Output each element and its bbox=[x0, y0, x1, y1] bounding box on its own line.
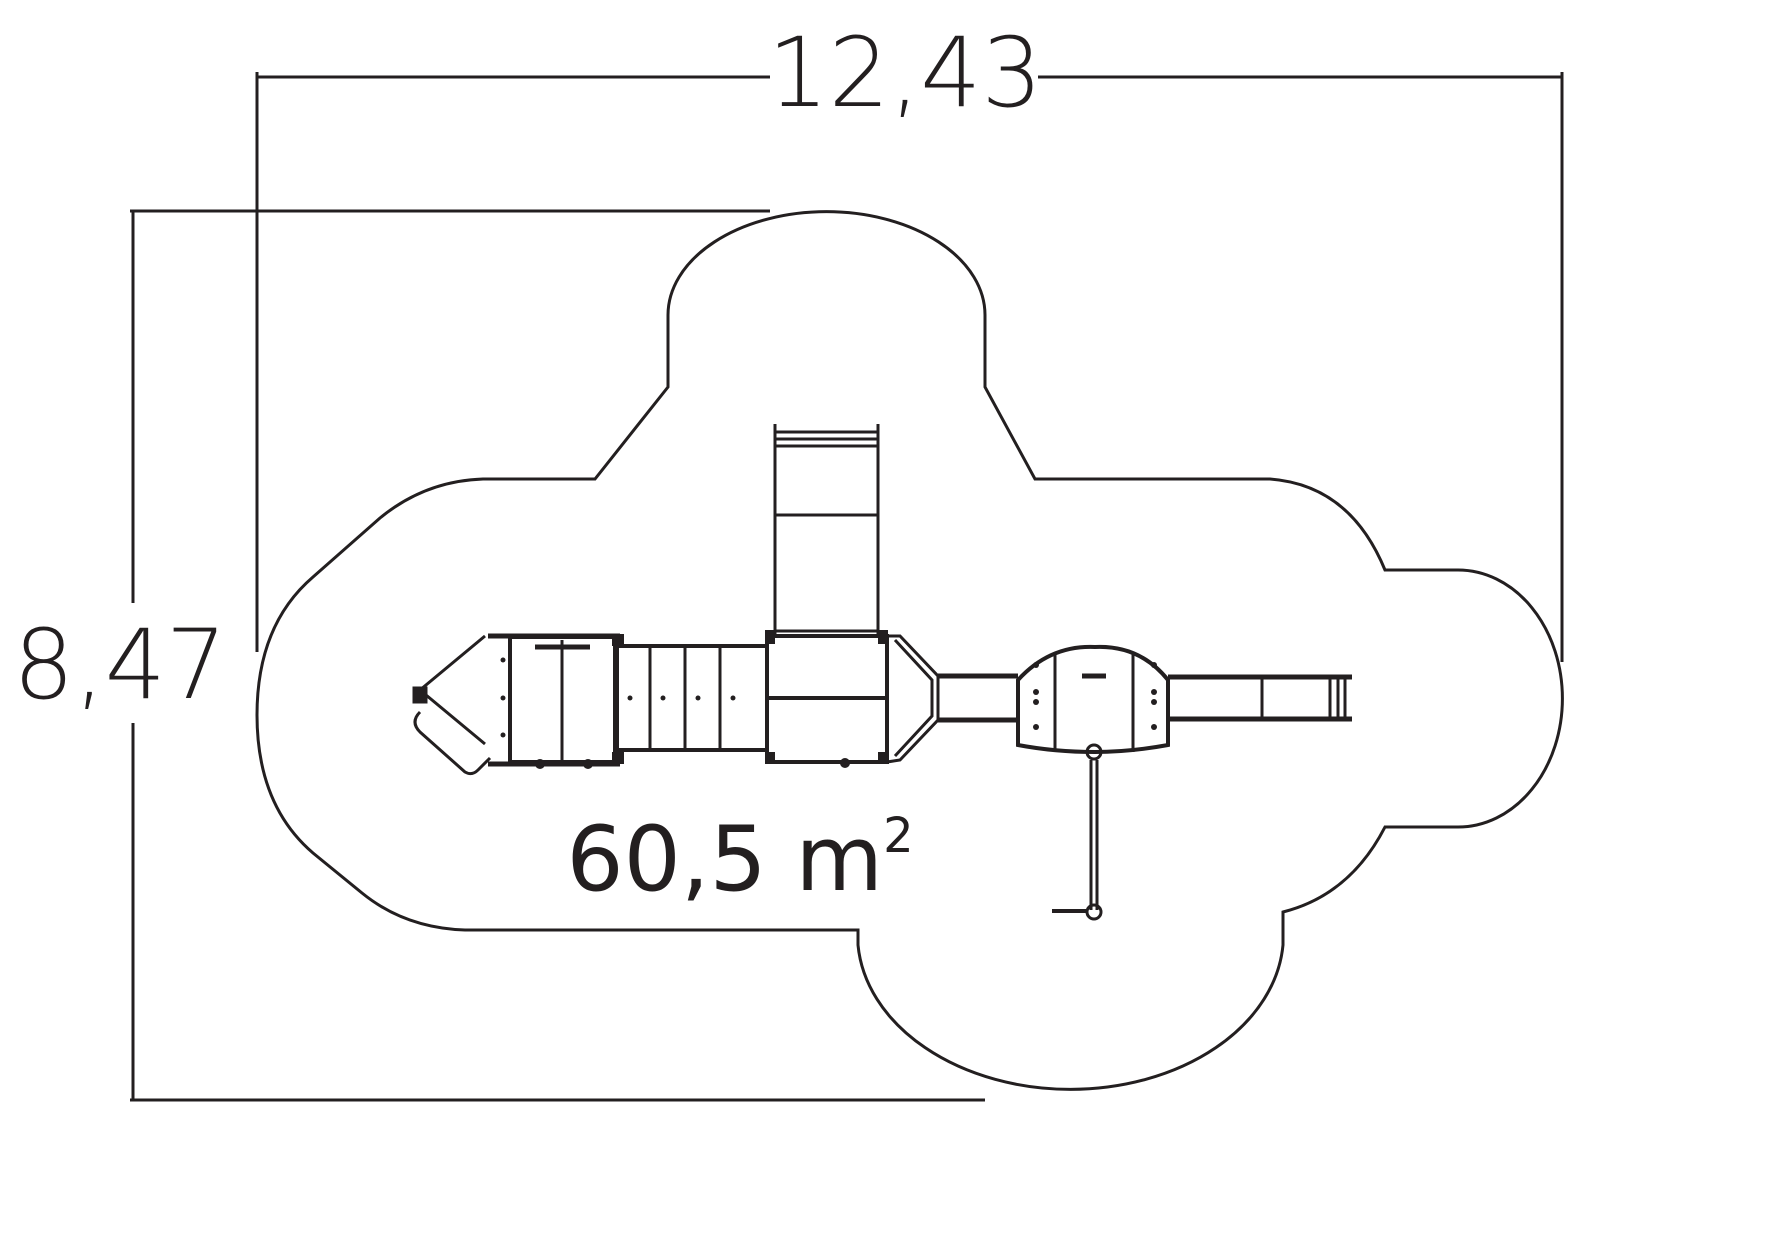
width-dimension-line bbox=[255, 72, 1564, 662]
area-superscript: 2 bbox=[883, 808, 914, 864]
slide bbox=[773, 424, 880, 636]
area-value: 60,5 m bbox=[566, 807, 883, 912]
play-structure bbox=[412, 424, 1352, 921]
safety-zone-outline bbox=[255, 210, 1564, 1091]
depth-label: 8,47 bbox=[13, 609, 227, 721]
area-label: 60,5 m2 bbox=[566, 807, 913, 912]
bolt-dots bbox=[500, 630, 1157, 769]
depth-dimension-line bbox=[130, 209, 985, 1102]
width-label: 12,43 bbox=[768, 17, 1043, 129]
